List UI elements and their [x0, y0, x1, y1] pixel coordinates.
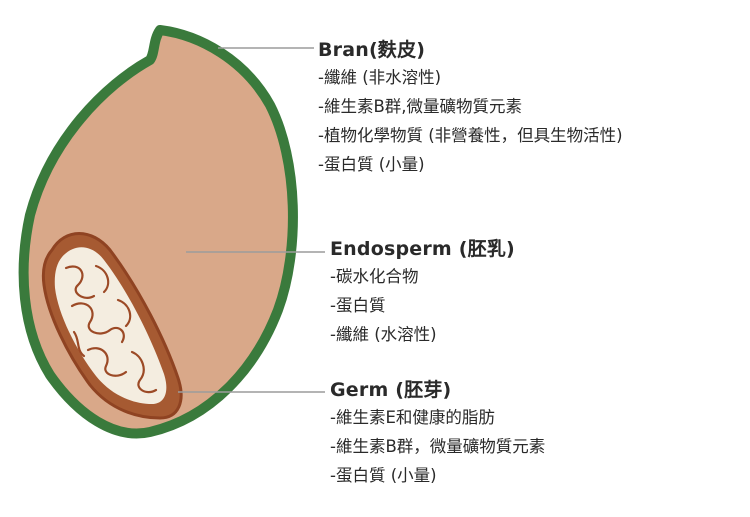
bran-item-fiber: -纖維 (非水溶性) — [318, 68, 442, 87]
endosperm-label-block: Endosperm (胚乳) -碳水化合物 -蛋白質 -纖維 (水溶性) — [330, 236, 515, 349]
bran-label-block: Bran(麩皮) -纖維 (非水溶性) -維生素B群,微量礦物質元素 -植物化學… — [318, 37, 623, 179]
germ-title: Germ (胚芽) — [330, 379, 452, 401]
endosperm-item-protein: -蛋白質 — [330, 296, 386, 315]
endosperm-item-fiber: -纖維 (水溶性) — [330, 325, 437, 344]
bran-item-vitamins: -維生素B群,微量礦物質元素 — [318, 97, 523, 116]
bran-title: Bran(麩皮) — [318, 39, 426, 61]
bran-item-phytochemicals: -植物化學物質 (非營養性，但具生物活性) — [318, 126, 623, 145]
endosperm-title: Endosperm (胚乳) — [330, 238, 515, 260]
bran-item-protein: -蛋白質 (小量) — [318, 155, 425, 174]
germ-interior-squiggles — [64, 264, 158, 394]
endosperm-item-carbs: -碳水化合物 — [330, 267, 419, 286]
germ-label-block: Germ (胚芽) -維生素E和健康的脂肪 -維生素B群，微量礦物質元素 -蛋白… — [330, 377, 545, 490]
germ-interior — [54, 247, 167, 404]
germ-item-vitamins: -維生素B群，微量礦物質元素 — [330, 437, 546, 456]
germ-item-protein: -蛋白質 (小量) — [330, 466, 437, 485]
germ-item-vitamin-e: -維生素E和健康的脂肪 — [330, 408, 495, 427]
